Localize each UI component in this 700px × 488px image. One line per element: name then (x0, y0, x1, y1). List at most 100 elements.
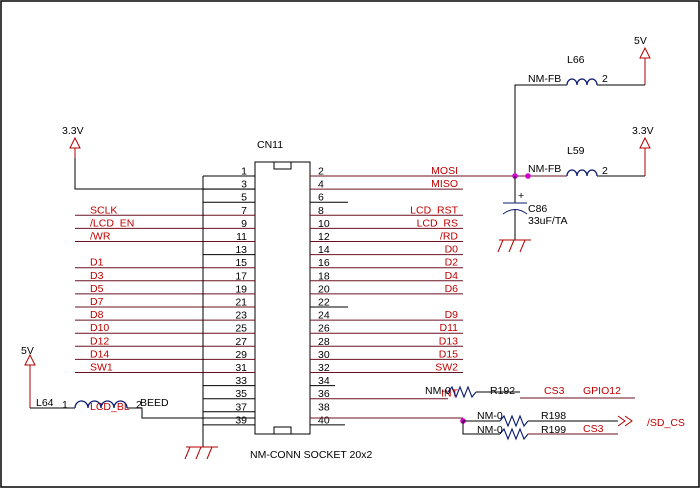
pin-number: 25 (235, 323, 247, 335)
net-label: D15 (439, 348, 458, 360)
resistor-zigzag-icon (499, 427, 529, 441)
inductor-coil-icon (566, 169, 598, 177)
pin-number: 21 (235, 297, 247, 309)
pin-number: 9 (241, 218, 247, 230)
net-label: D8 (90, 309, 104, 321)
connector-cn11: CN11 NM-CONN SOCKET 20x2 1357SCLK9/LCD_E… (75, 139, 463, 461)
power-label: 5V (21, 345, 34, 357)
pin-number: 3 (241, 179, 247, 191)
resistor-net2: GPIO12 (583, 385, 621, 397)
capacitor-c86: + C86 33uF/TA (497, 176, 568, 253)
net-label: /LCD_EN (90, 217, 134, 229)
pin-number: 33 (235, 375, 247, 387)
pin-number: 31 (235, 362, 247, 374)
pin-number: 17 (235, 270, 247, 282)
pin-number: 10 (318, 218, 330, 230)
resistor-value: NM-0 (425, 385, 451, 397)
net-label: MOSI (431, 165, 458, 177)
resistor-net: CS3 (583, 423, 604, 435)
pin-number: 32 (318, 362, 330, 374)
power-label: 3.3V (632, 125, 654, 137)
pin-number: 5 (241, 192, 247, 204)
pin-number: 35 (235, 388, 247, 400)
net-label: D5 (90, 283, 104, 295)
offpage-connector: /SD_CS (617, 415, 685, 429)
net-label: SW1 (90, 362, 113, 374)
pin-number: 7 (241, 205, 247, 217)
net-label: MISO (431, 178, 458, 190)
pin-number: 40 (318, 414, 330, 426)
net-label: D0 (445, 244, 459, 256)
net-label: D14 (90, 348, 109, 360)
inductor-l59: L59 NM-FB 2 (528, 145, 608, 177)
ground-symbol-left (184, 446, 218, 460)
inductor-l64: L64 1 2 BEED (36, 397, 169, 411)
pin-number: 22 (318, 297, 330, 309)
inductor-coil-icon (566, 78, 598, 86)
resistor-ref: R199 (541, 424, 566, 436)
junction-dot (525, 173, 531, 179)
net-label: D4 (445, 270, 459, 282)
offpage-label: /SD_CS (647, 417, 685, 429)
resistor-ref: R192 (490, 385, 515, 397)
left-pin-group: 1357SCLK9/LCD_EN11/WR1315D117D319D521D72… (75, 166, 255, 426)
capacitor-value: 33uF/TA (528, 215, 568, 227)
capacitor-curved-plate-icon (502, 209, 528, 215)
net-label: LCD_RST (410, 204, 458, 216)
net-label: INT (441, 388, 459, 400)
pin-number: 2 (318, 166, 324, 178)
net-label: D1 (90, 257, 104, 269)
pin-number: 28 (318, 336, 330, 348)
net-label: D12 (90, 335, 109, 347)
pin-number: 4 (318, 179, 324, 191)
net-label: LCD_RS (417, 217, 458, 229)
pin-number: 15 (235, 257, 247, 269)
inductor-value: BEED (140, 397, 169, 409)
power-arrow-icon (639, 136, 651, 149)
pin-number: 1 (241, 166, 247, 178)
power-3v3-left: 3.3V (62, 125, 84, 158)
pin-number: 8 (318, 205, 324, 217)
inductor-pin: 2 (602, 165, 608, 177)
resistor-value: NM-0 (477, 424, 503, 436)
inductor-ref: L64 (36, 397, 54, 409)
pin-number: 39 (235, 414, 247, 426)
power-arrow-icon (69, 136, 81, 149)
power-arrow-icon (639, 46, 651, 59)
pin-number: 36 (318, 388, 330, 400)
inductor-pin1: 1 (62, 399, 68, 411)
inductor-pin2: 2 (136, 399, 142, 411)
pin-number: 30 (318, 349, 330, 361)
resistor-ref: R198 (541, 410, 566, 422)
pin-number: 37 (235, 401, 247, 413)
pin-number: 20 (318, 283, 330, 295)
pin-number: 29 (235, 349, 247, 361)
net-label: D3 (90, 270, 104, 282)
resistor-zigzag-icon (499, 414, 529, 428)
net-label: D2 (445, 257, 459, 269)
resistor-net: CS3 (544, 385, 565, 397)
power-label: 3.3V (62, 125, 84, 137)
connector-key-bottom (273, 426, 292, 435)
net-label: D9 (445, 309, 459, 321)
net-label: SW2 (435, 362, 458, 374)
pin-number: 6 (318, 192, 324, 204)
net-label: D7 (90, 296, 104, 308)
wire-l64-to-pin37 (127, 407, 255, 419)
pin-number: 38 (318, 401, 330, 413)
pin-number: 11 (236, 231, 247, 243)
power-5v-left: 5V (21, 345, 36, 408)
connector-key-top (273, 161, 292, 170)
pin-number: 14 (318, 244, 330, 256)
inductor-value: NM-FB (528, 163, 561, 175)
pin-number: 12 (318, 231, 330, 243)
connector-footer: NM-CONN SOCKET 20x2 (250, 449, 372, 461)
inductor-pin: 2 (602, 73, 608, 85)
power-3v3-right: 3.3V (632, 125, 654, 176)
inductor-coil-icon (74, 400, 128, 409)
pin-number: 24 (318, 310, 330, 322)
pin-number: 13 (235, 244, 247, 256)
connector-ref: CN11 (257, 139, 283, 151)
capacitor-plus: + (518, 190, 524, 202)
